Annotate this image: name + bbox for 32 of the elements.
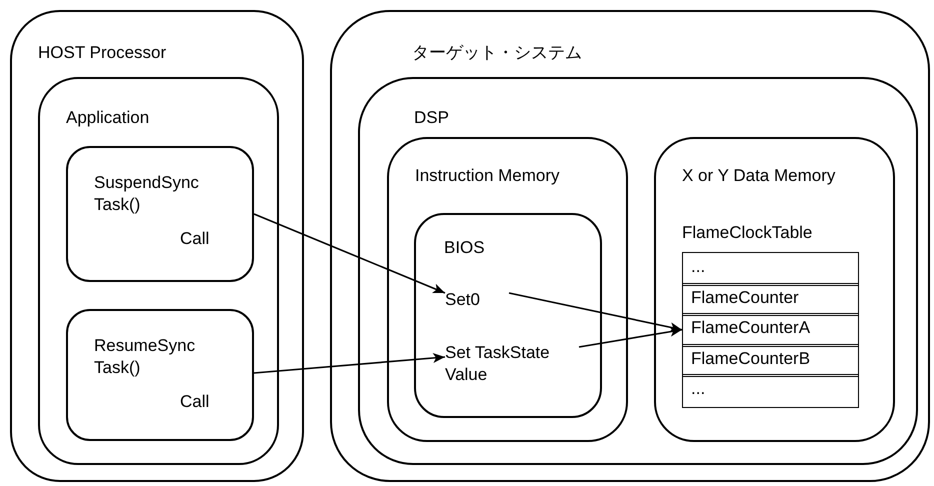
- box-title: SuspendSync Task(): [94, 172, 199, 216]
- process-box: [66, 309, 254, 441]
- container-box: [358, 77, 918, 465]
- box-title: DSP: [414, 107, 449, 129]
- process-box: [66, 146, 254, 282]
- box-title: ResumeSync Task(): [94, 335, 196, 379]
- call-label: Call: [180, 228, 210, 250]
- arrow: [254, 213, 446, 294]
- table-row: ...: [682, 252, 859, 286]
- box-title: X or Y Data Memory: [682, 165, 836, 187]
- table-row: FlameCounter: [682, 282, 859, 316]
- table-row: FlameCounterA: [682, 313, 859, 346]
- arrow: [254, 353, 446, 374]
- arrow: [578, 326, 682, 348]
- table-title: FlameClockTable: [682, 222, 812, 244]
- box-title: Instruction Memory: [415, 165, 560, 187]
- box-title: Application: [66, 107, 150, 129]
- box-title: BIOS: [444, 237, 485, 259]
- function-label: Set TaskState Value: [445, 342, 579, 388]
- table-row: ...: [682, 374, 859, 408]
- container-box: [10, 10, 304, 482]
- table-row: FlameCounterB: [682, 344, 859, 377]
- module-box: [414, 213, 602, 418]
- container-box: [654, 137, 895, 442]
- container-box: [330, 10, 930, 482]
- arrow: [508, 292, 682, 332]
- container-box: [387, 137, 628, 442]
- box-title: HOST Processor: [38, 42, 166, 64]
- call-label: Call: [180, 391, 210, 413]
- box-title: ターゲット・システム: [412, 42, 582, 64]
- container-box: [38, 77, 279, 465]
- function-label: Set0: [445, 289, 509, 313]
